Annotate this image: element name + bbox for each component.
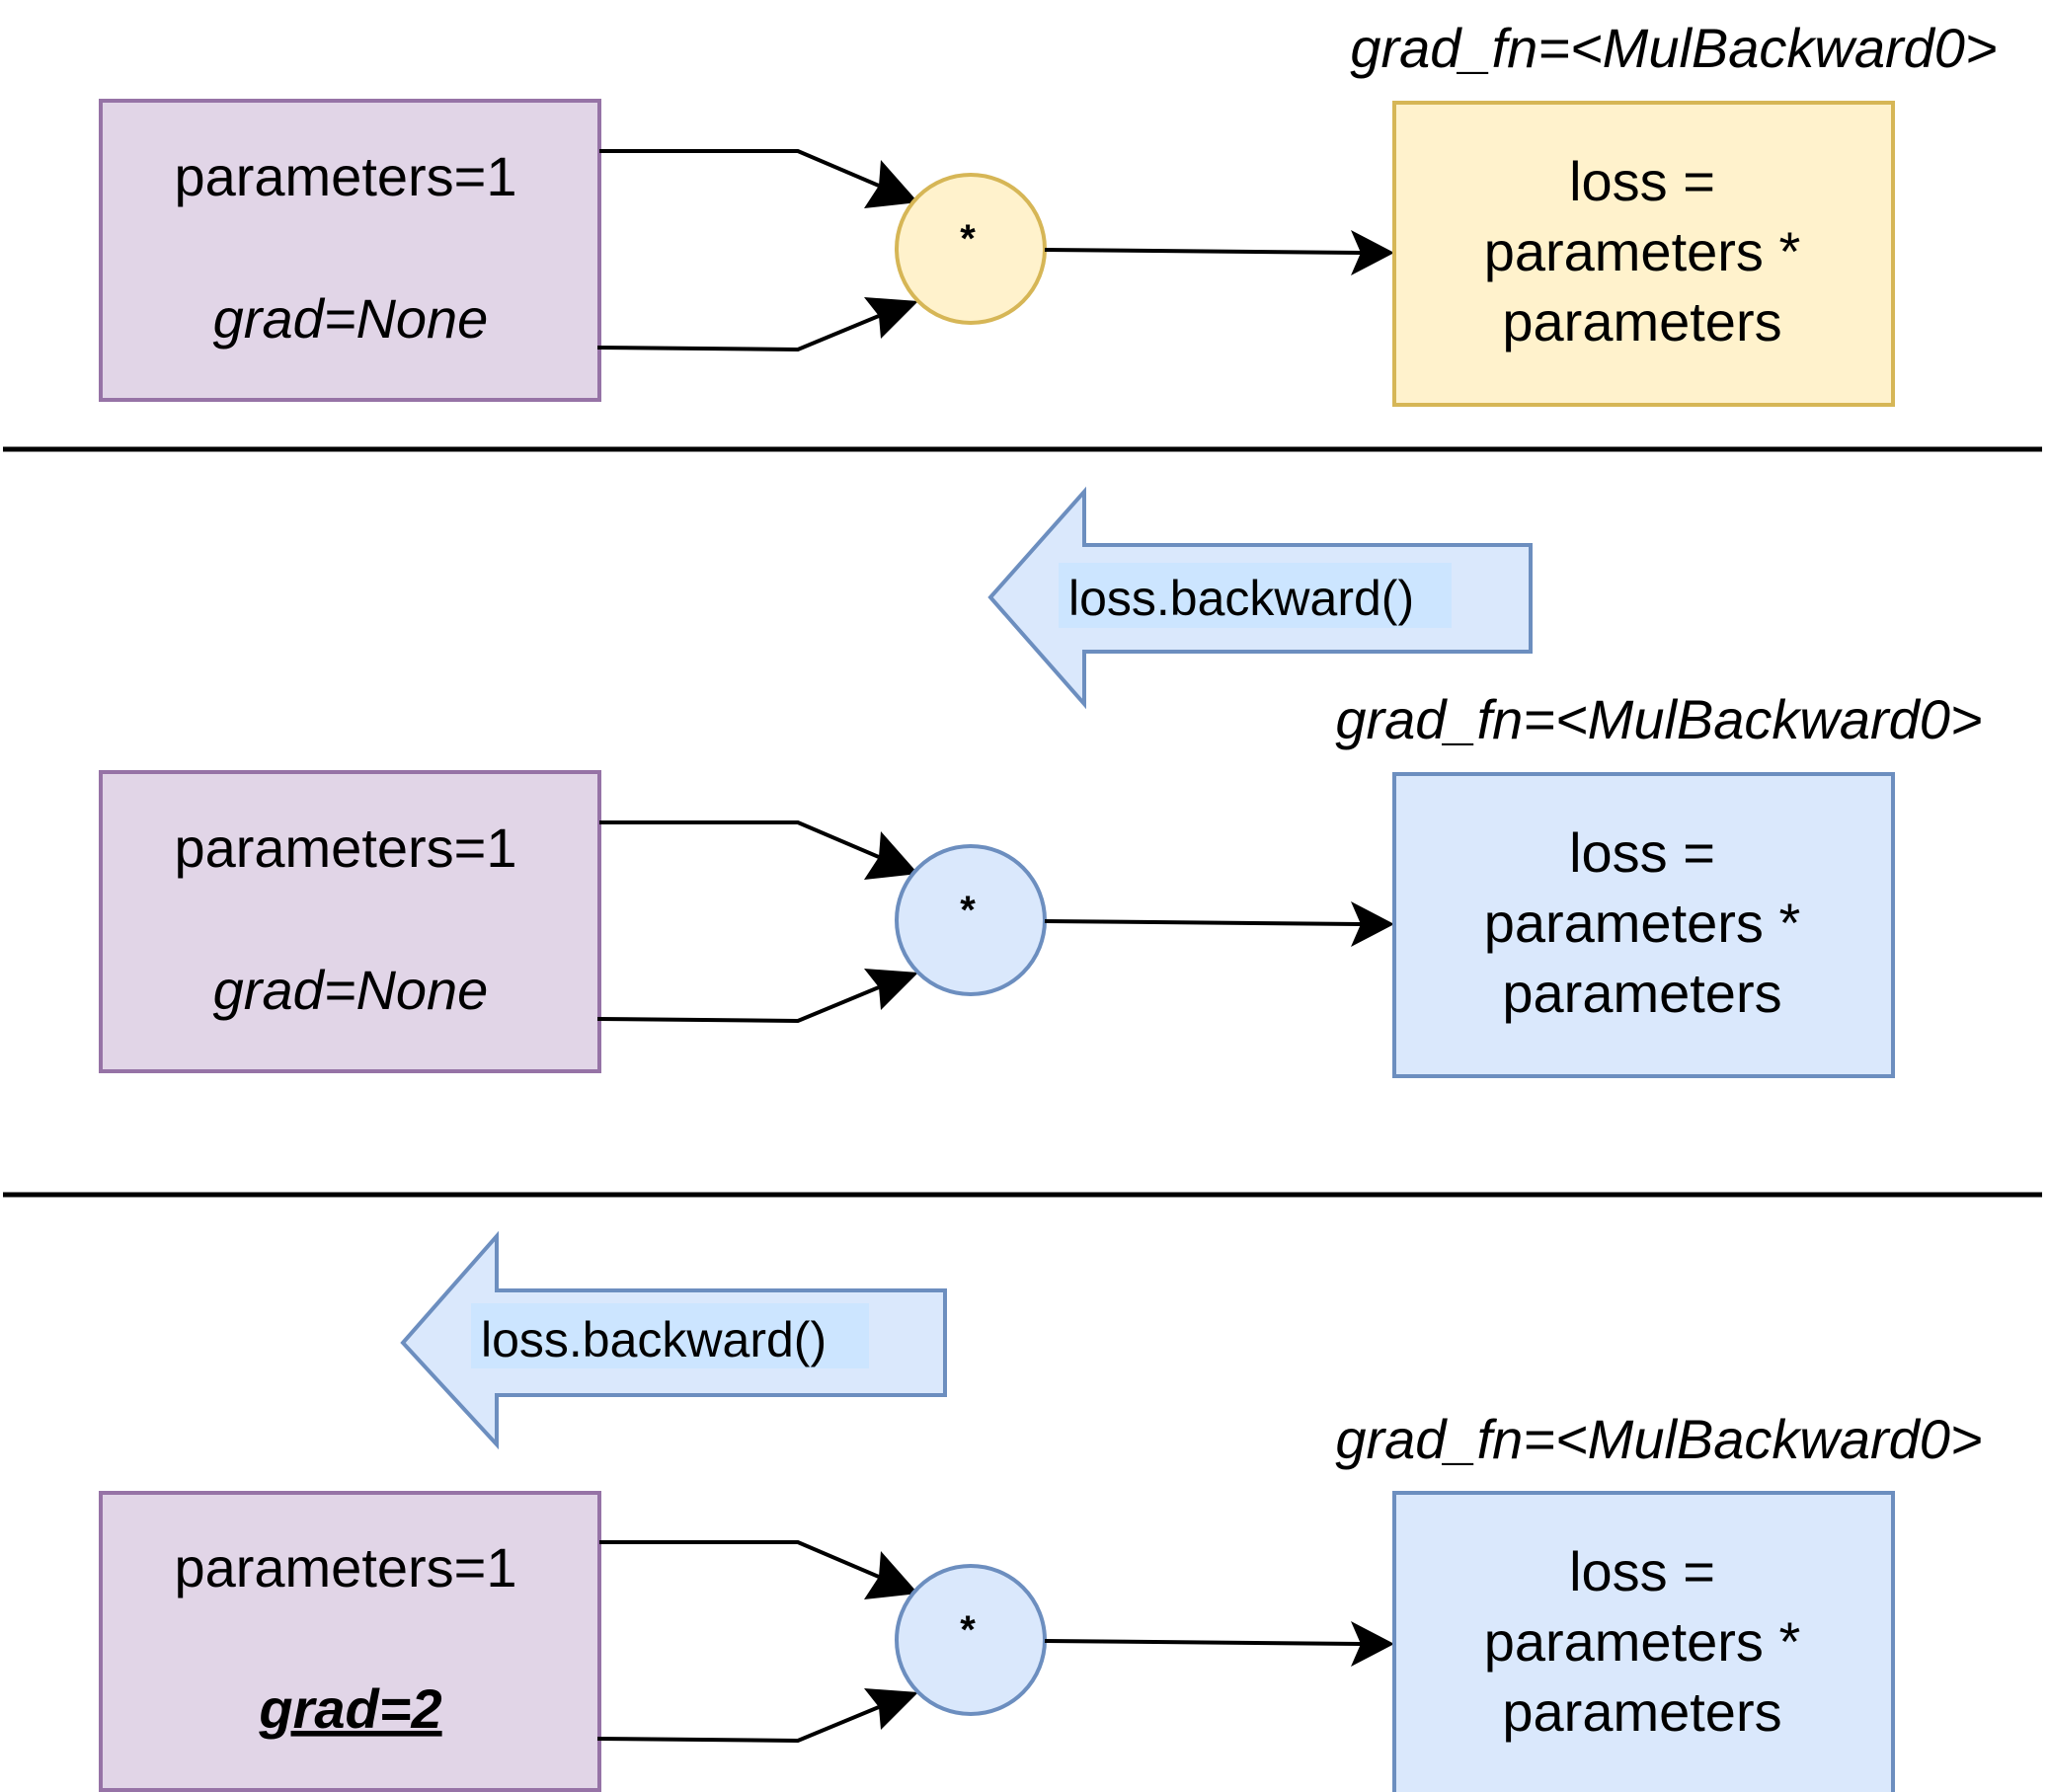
param-grad-label: grad=None [213, 287, 489, 350]
grad-fn-label: grad_fn=<MulBackward0> [1350, 17, 1997, 79]
op-node-multiply [895, 1564, 1047, 1716]
loss-line-2: parameters * [1484, 220, 1801, 282]
param-grad-label-emphasized: grad=2 [258, 1677, 441, 1740]
op-node-multiply [895, 173, 1047, 325]
loss-node [1392, 1491, 1895, 1792]
loss-line-3: parameters [1502, 290, 1781, 352]
loss-line-2: parameters * [1484, 1610, 1801, 1673]
param-node [99, 1491, 601, 1792]
loss-line-1: loss = [1569, 821, 1715, 884]
panel-forward: parameters=1 grad=None * grad_fn=<MulBac… [99, 17, 1998, 407]
op-symbol: * [960, 889, 976, 932]
edge-param-to-op-bottom [596, 985, 880, 1024]
loss-line-1: loss = [1569, 1540, 1715, 1602]
loss-node [1392, 101, 1895, 407]
grad-fn-label: grad_fn=<MulBackward0> [1335, 1408, 1982, 1470]
edge-param-to-op-top [599, 1540, 880, 1579]
backward-label-highlight [471, 1303, 869, 1368]
arrowhead-icon [864, 1688, 918, 1730]
arrowhead-icon [864, 969, 918, 1010]
loss-node [1392, 772, 1895, 1078]
param-value-label: parameters=1 [174, 145, 516, 207]
arrowhead-icon [1351, 230, 1394, 275]
param-value-label: parameters=1 [174, 817, 516, 879]
arrowhead-icon [1351, 901, 1394, 947]
param-node [99, 770, 601, 1073]
op-symbol: * [960, 1608, 976, 1652]
param-grad-label: grad=None [213, 959, 489, 1021]
op-node-multiply [895, 844, 1047, 996]
param-value-label: parameters=1 [174, 1536, 516, 1598]
edge-param-to-op-bottom [596, 1705, 880, 1744]
op-symbol: * [960, 217, 976, 261]
edge-op-to-loss [1044, 919, 1362, 926]
backward-call-label: loss.backward() [1068, 571, 1414, 626]
arrowhead-icon [864, 297, 918, 339]
backward-label-highlight [1059, 563, 1452, 628]
edge-param-to-op-bottom [596, 314, 880, 352]
arrowhead-icon [1351, 1621, 1394, 1667]
loss-line-3: parameters [1502, 962, 1781, 1024]
edge-param-to-op-top [599, 820, 880, 859]
panel-backward-start: loss.backward() parameters=1 grad=None *… [99, 486, 1983, 1078]
edge-param-to-op-top [599, 149, 880, 188]
edge-op-to-loss [1044, 248, 1362, 255]
arrowhead-icon [864, 160, 918, 208]
loss-line-1: loss = [1569, 150, 1715, 212]
panel-backward-done: loss.backward() parameters=1 grad=2 * gr… [99, 1230, 1983, 1792]
grad-fn-label: grad_fn=<MulBackward0> [1335, 688, 1982, 750]
loss-line-3: parameters [1502, 1680, 1781, 1743]
backward-call-label: loss.backward() [481, 1312, 827, 1367]
arrowhead-icon [864, 831, 918, 880]
edge-op-to-loss [1044, 1639, 1362, 1646]
arrowhead-icon [864, 1551, 918, 1599]
loss-line-2: parameters * [1484, 892, 1801, 954]
param-node [99, 99, 601, 402]
